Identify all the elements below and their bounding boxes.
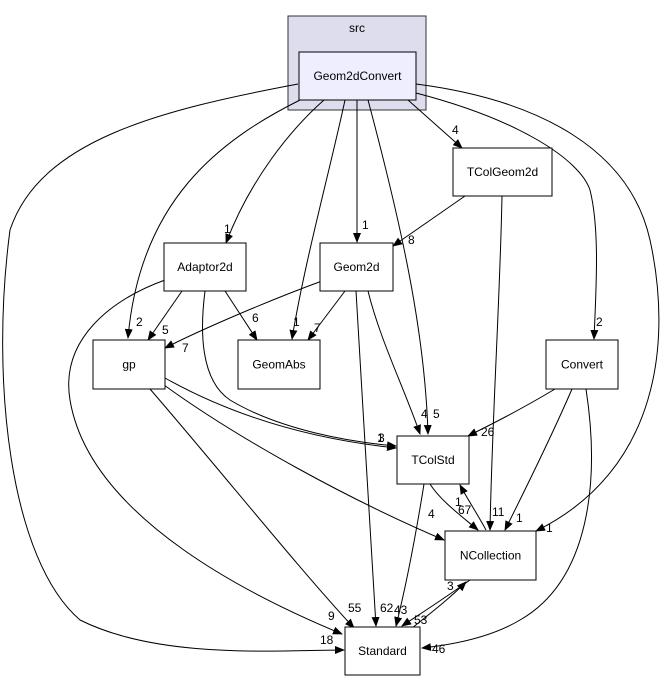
label-tcolstd-ncollection[interactable]: 1 — [455, 495, 462, 509]
edge-ncollection-standard — [401, 579, 471, 627]
node-standard-label: Standard — [358, 644, 407, 658]
node-tcolgeom2d[interactable]: TColGeom2d — [452, 147, 553, 197]
label-tcolstd-standard[interactable]: 43 — [394, 603, 408, 617]
node-tcolstd-label: TColStd — [411, 453, 454, 467]
edge-gp-tcolstd — [164, 377, 397, 452]
edge-adaptor2d-standard — [68, 279, 343, 635]
label-g2c-adaptor2d[interactable]: 1 — [224, 222, 231, 236]
edge-adaptor2d-gp — [147, 290, 183, 341]
node-adaptor2d[interactable]: Adaptor2d — [163, 242, 247, 292]
edge-adaptor2d-tcolstd — [202, 290, 397, 450]
label-g2c-tcolstd[interactable]: 8 — [408, 233, 415, 247]
edges — [2, 83, 660, 655]
label-geom2d-standard[interactable]: 62 — [380, 601, 394, 615]
label-adaptor2d-geomabs[interactable]: 6 — [252, 311, 259, 325]
edge-tcolstd-standard — [394, 483, 425, 627]
label-g2c-gp[interactable]: 2 — [136, 315, 143, 329]
node-gp[interactable]: gp — [92, 339, 166, 390]
label-ncollection-standard[interactable]: 53 — [414, 613, 428, 627]
edge-geom2dconvert-geomabs — [289, 99, 346, 340]
edge-convert-standard — [421, 388, 592, 652]
nodes: Geom2dConvert TColGeom2d Adaptor2d Geom2… — [92, 51, 619, 676]
label-convert-ncollection[interactable]: 1 — [516, 511, 523, 525]
node-geomabs[interactable]: GeomAbs — [237, 339, 321, 390]
node-geomabs-label: GeomAbs — [252, 358, 305, 372]
edge-labels: 4 1 1 2 1 8 2 1 18 5 6 3 9 7 7 4 62 5 11… — [136, 123, 603, 656]
label-g2c-geom2d[interactable]: 1 — [362, 218, 369, 232]
label-gp-tcolstd[interactable]: 1 — [377, 431, 384, 445]
edge-convert-tcolstd — [467, 388, 556, 437]
label-gp-ncollection[interactable]: 4 — [428, 507, 435, 521]
label-tcolgeom2d-ncollection[interactable]: 11 — [492, 505, 505, 519]
label-ncollection-tcolstd[interactable]: 67 — [458, 503, 472, 517]
label-g2c-convert[interactable]: 2 — [596, 315, 603, 329]
node-geom2d-label: Geom2d — [333, 260, 379, 274]
label-g2c-standard[interactable]: 18 — [320, 633, 334, 647]
edge-tcolgeom2d-geom2d — [392, 195, 466, 247]
edge-geom2d-standard — [355, 290, 380, 627]
node-adaptor2d-label: Adaptor2d — [177, 260, 232, 274]
edge-convert-ncollection — [504, 388, 573, 531]
edge-geom2dconvert-adaptor2d — [225, 99, 325, 244]
node-tcolstd[interactable]: TColStd — [396, 435, 470, 485]
edge-geom2d-geomabs — [307, 290, 346, 341]
node-tcolgeom2d-label: TColGeom2d — [467, 165, 538, 179]
edge-tcolgeom2d-ncollection — [486, 195, 503, 531]
edge-geom2dconvert-gp — [124, 99, 301, 339]
label-tcolgeom2d-tcolstd[interactable]: 5 — [433, 407, 440, 421]
edge-gp-standard — [149, 388, 355, 629]
edge-gp-ncollection — [163, 384, 445, 541]
label-geom2d-tcolstd[interactable]: 4 — [421, 407, 428, 421]
node-geom2dconvert-label: Geom2dConvert — [313, 69, 402, 83]
edge-tcolstd-ncollection — [429, 483, 479, 531]
edge-geom2d-gp — [164, 280, 323, 349]
label-standard-ncollection[interactable]: 3 — [447, 579, 454, 593]
node-geom2d[interactable]: Geom2d — [319, 242, 394, 292]
label-convert-standard[interactable]: 46 — [432, 642, 446, 656]
node-convert[interactable]: Convert — [545, 339, 619, 390]
label-adaptor2d-tcolstd[interactable]: 3 — [378, 431, 385, 445]
edge-standard-ncollection — [411, 581, 467, 629]
edge-geom2dconvert-ncollection — [415, 83, 660, 532]
label-geom2d-gp[interactable]: 7 — [182, 341, 189, 355]
label-adaptor2d-gp[interactable]: 5 — [162, 323, 169, 337]
edge-adaptor2d-geomabs — [224, 290, 258, 341]
label-g2c-geomabs[interactable]: 1 — [293, 315, 300, 329]
node-ncollection-label: NCollection — [460, 549, 521, 563]
node-convert-label: Convert — [561, 358, 604, 372]
node-standard[interactable]: Standard — [344, 626, 421, 676]
node-geom2dconvert[interactable]: Geom2dConvert — [298, 51, 417, 101]
label-g2c-ncollection[interactable]: 1 — [546, 521, 553, 535]
label-g2c-tcolgeom2d[interactable]: 4 — [452, 123, 459, 137]
label-convert-tcolstd[interactable]: 26 — [481, 425, 495, 439]
label-gp-standard[interactable]: 55 — [348, 601, 362, 615]
label-geom2d-geomabs[interactable]: 7 — [314, 321, 321, 335]
edge-geom2dconvert-tcolgeom2d — [407, 99, 463, 149]
cluster-src-label: src — [349, 21, 365, 35]
edge-geom2d-tcolstd — [367, 290, 421, 435]
edge-geom2dconvert-standard — [2, 83, 345, 655]
label-adaptor2d-standard[interactable]: 9 — [328, 609, 335, 623]
edge-geom2dconvert-tcolstd — [367, 99, 432, 435]
node-gp-label: gp — [122, 358, 136, 372]
edge-ncollection-tcolstd — [459, 484, 487, 531]
edge-geom2dconvert-convert — [415, 92, 599, 340]
node-ncollection[interactable]: NCollection — [444, 530, 537, 581]
